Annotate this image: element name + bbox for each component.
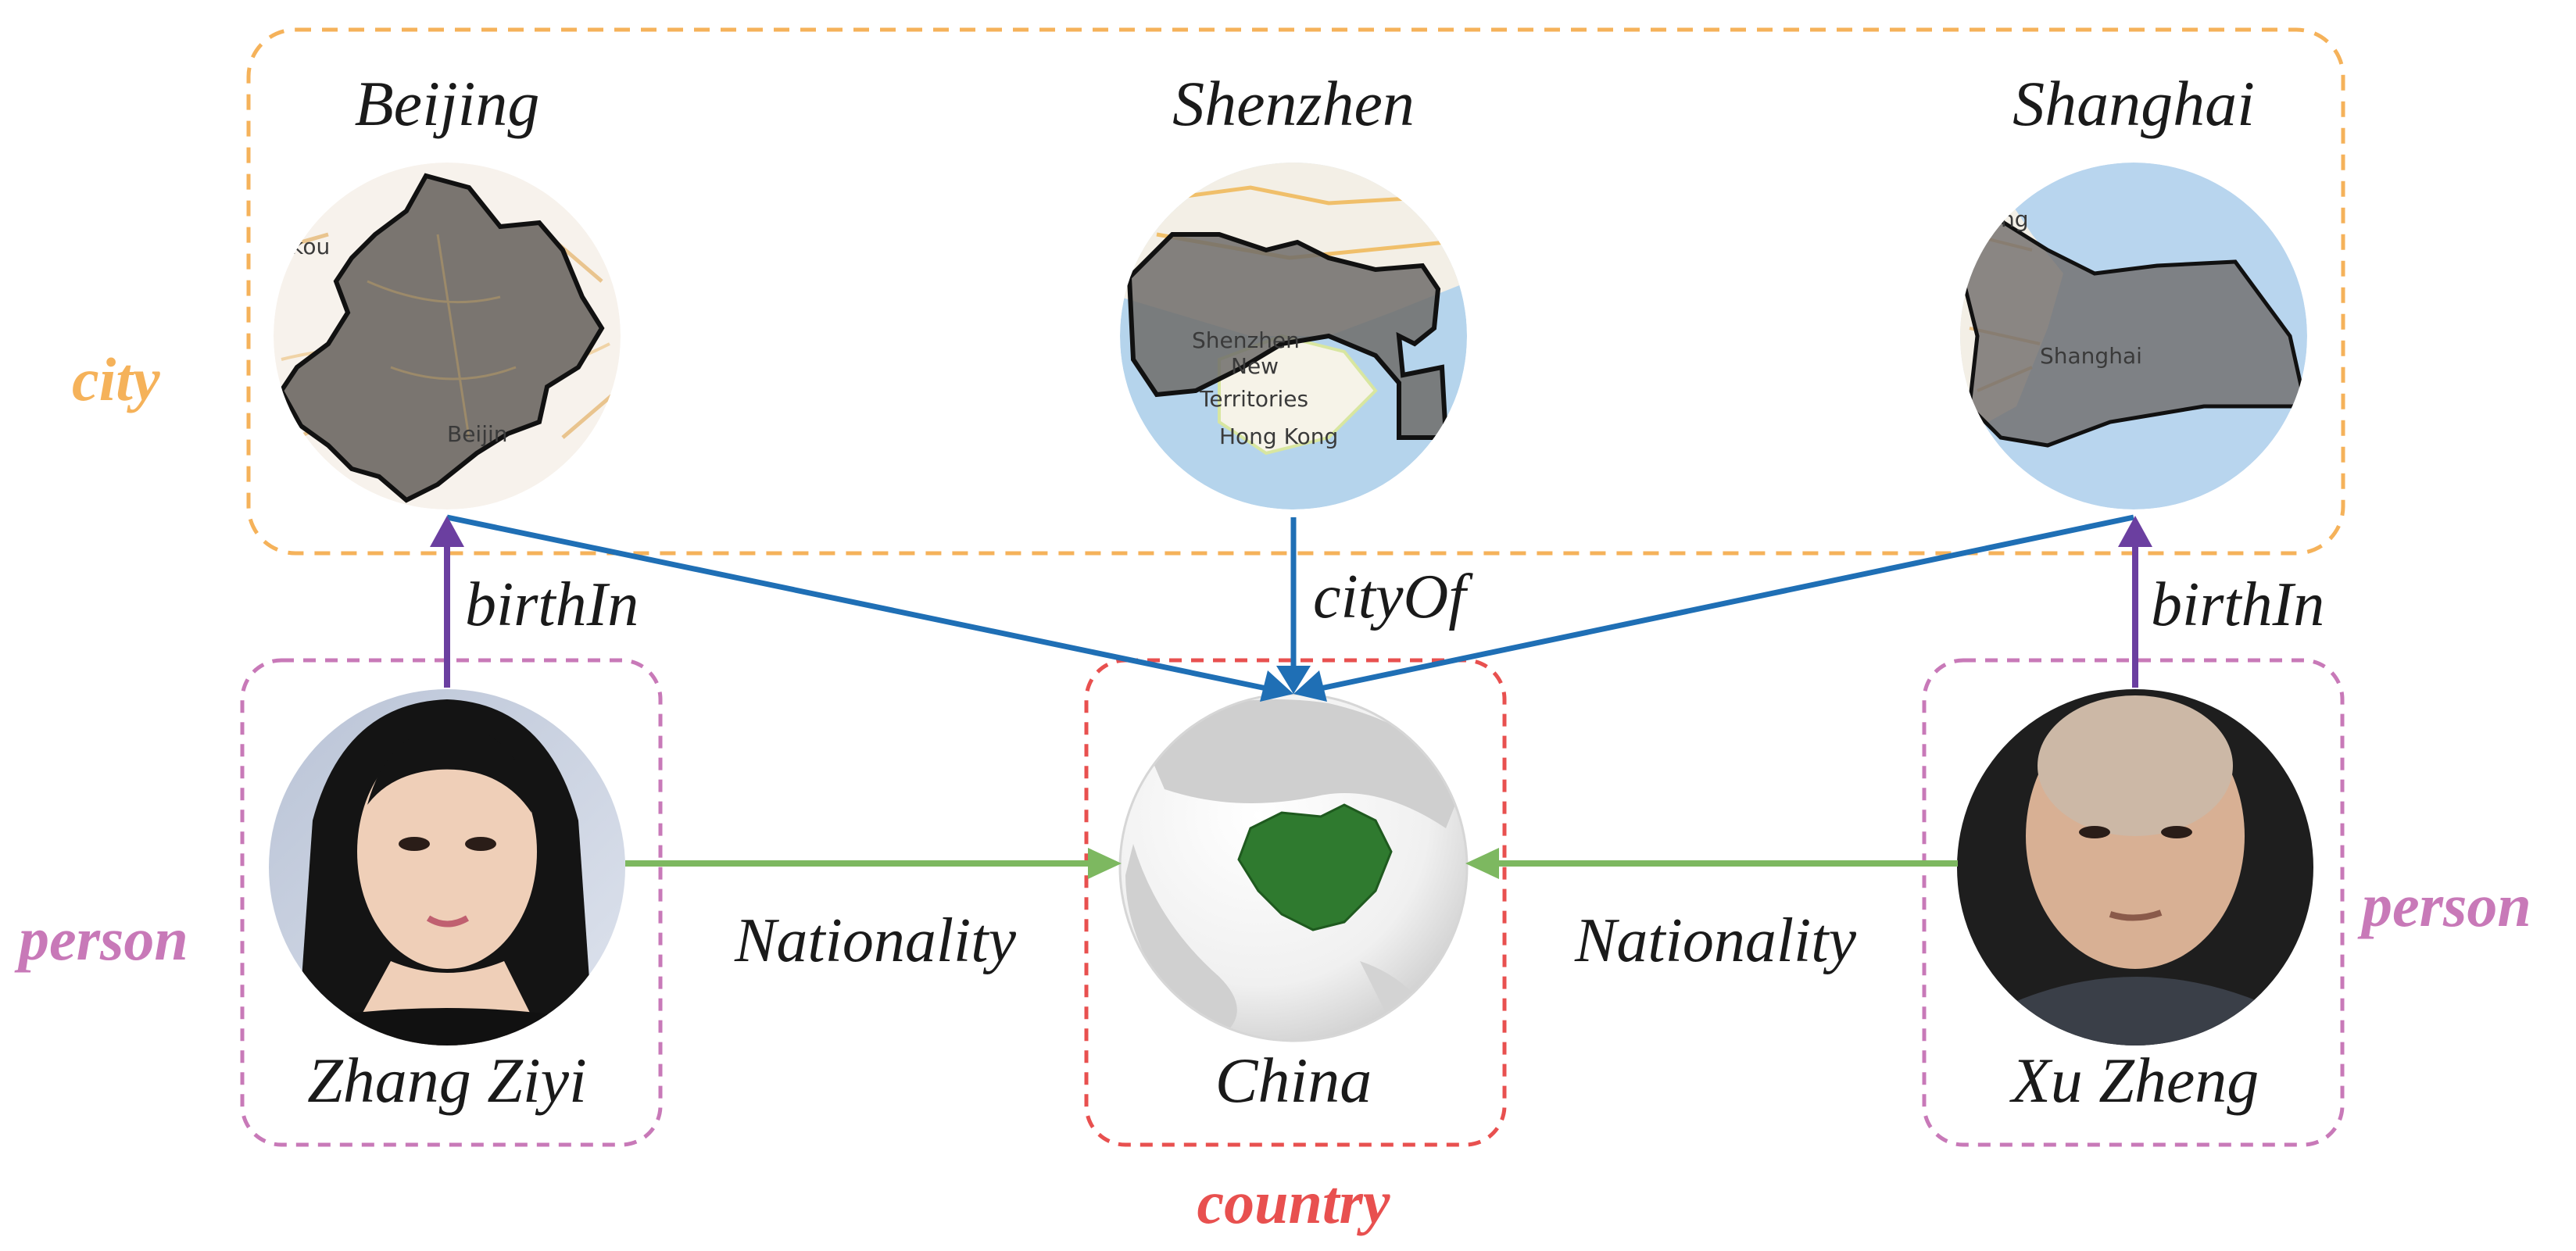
arrowhead-xuzheng-shanghai <box>2118 516 2152 547</box>
edge-label-birthin-right: birthIn <box>2151 570 2324 639</box>
zhang-ziyi-photo <box>269 689 625 1045</box>
shanghai-map-text: Shanghai <box>2040 343 2142 369</box>
edge-label-birthin-left: birthIn <box>465 570 639 639</box>
shanghai-label: Shanghai <box>2012 68 2255 139</box>
shenzhen-map-text: Shenzhen <box>1192 327 1300 353</box>
shenzhen-map-text-2: New <box>1231 353 1279 379</box>
category-label-person-left: person <box>14 905 188 973</box>
xu-zheng-label: Xu Zheng <box>2009 1045 2259 1116</box>
arrowhead-shanghai-china <box>1293 670 1327 702</box>
category-label-country: country <box>1197 1168 1390 1236</box>
arrowhead-zhangziyi-china <box>1088 848 1122 879</box>
xu-zheng-photo <box>1957 689 2313 1045</box>
edge-label-nationality-right: Nationality <box>1574 906 1856 975</box>
arrowhead-xuzheng-china <box>1465 848 1499 879</box>
shenzhen-map-text-4: Hong Kong <box>1219 424 1338 449</box>
beijing-map-text-2: akou <box>277 234 330 259</box>
category-label-city: city <box>72 345 160 413</box>
shanghai-map-text-2: ng <box>2001 206 2029 232</box>
shanghai-map-image: Shanghai ng <box>1960 163 2307 509</box>
china-globe-image <box>1120 694 1467 1041</box>
arrowhead-beijing-china <box>1260 670 1293 702</box>
edge-label-cityof: cityOf <box>1313 563 1473 631</box>
shenzhen-map-text-3: Territories <box>1199 386 1308 412</box>
person-left-group-box <box>240 658 663 1147</box>
edge-beijing-china <box>446 514 1271 692</box>
china-label: China <box>1215 1045 1372 1116</box>
beijing-label: Beijing <box>355 68 540 139</box>
beijing-map-text: Beijin <box>447 421 508 447</box>
arrowhead-zhangziyi-beijing <box>430 516 464 547</box>
shenzhen-label: Shenzhen <box>1172 68 1415 139</box>
edge-shanghai-china <box>1316 514 2134 692</box>
beijing-map-image: Beijin akou <box>274 163 621 509</box>
arrowhead-shenzhen-china <box>1276 666 1311 694</box>
shenzhen-map-image: Shenzhen New Territories Hong Kong <box>1120 163 1467 509</box>
country-group-box <box>1084 658 1507 1147</box>
category-label-person-right: person <box>2357 871 2531 939</box>
edge-label-nationality-left: Nationality <box>734 906 1016 975</box>
zhang-ziyi-label: Zhang Ziyi <box>307 1045 587 1116</box>
person-right-group-box <box>1922 658 2345 1147</box>
city-group-box <box>246 27 2345 556</box>
